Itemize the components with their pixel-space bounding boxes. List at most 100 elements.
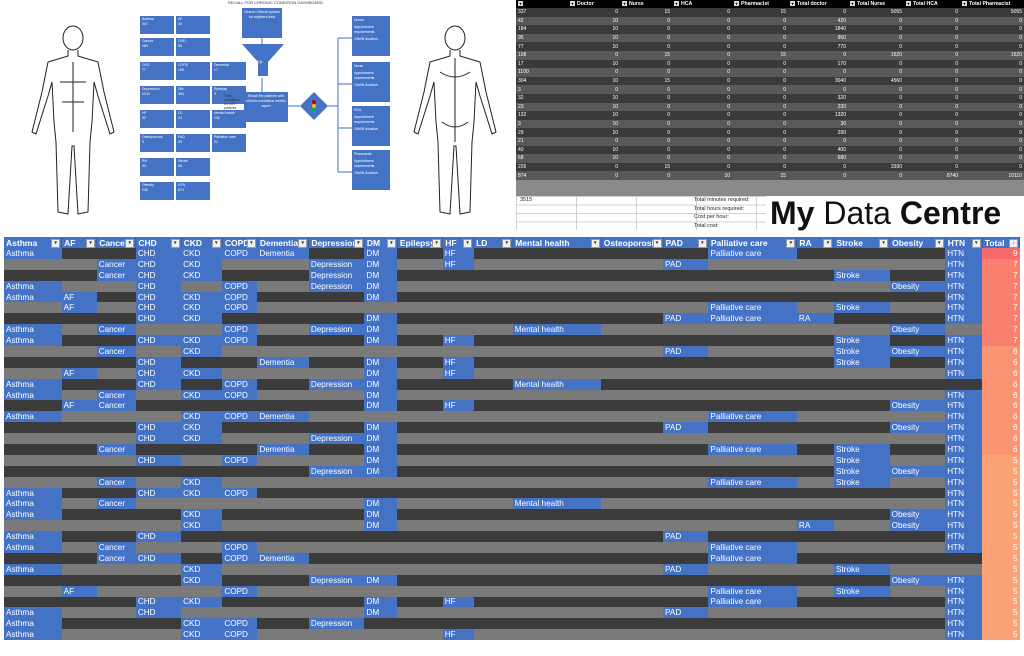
condition-cell [889,487,946,499]
dropdown-arrow-icon[interactable]: ▾ [906,1,911,6]
dropdown-arrow-icon[interactable]: ▾ [622,1,627,6]
filter-dropdown-icon[interactable]: ▾ [590,239,600,248]
condition-tile-name: Cancer [142,39,154,43]
condition-cell [601,389,664,401]
condition-cell [308,248,365,259]
condition-cell [473,596,513,608]
condition-cell [708,346,797,357]
filter-dropdown-icon[interactable]: ▾ [211,239,221,248]
condition-cell [96,596,136,608]
condition-cell: Obesity [889,509,946,521]
condition-cell [833,313,890,325]
dropdown-arrow-icon[interactable]: ▾ [790,1,795,6]
condition-cell [601,596,664,608]
filter-dropdown-icon[interactable]: ▾ [879,239,889,248]
condition-tile-count: 34 [178,22,182,26]
condition-cell: DM [364,291,398,303]
role-box-role: Doctor [354,18,365,22]
condition-cell [308,335,365,347]
condition-cell [96,465,136,477]
dropdown-arrow-icon[interactable]: ▾ [518,1,523,6]
diagram-title: RECALL FOR CHRONIC CONDITION DASHBOARD [228,0,323,5]
column-header: HTN▾ [945,237,983,248]
condition-cell [473,574,513,586]
summary-cell: 0 [568,8,620,17]
condition-tile-name: AF [178,17,183,21]
condition-cell [833,411,890,423]
summary-cell: 0 [620,136,672,146]
condition-tile-count: 85 [178,44,182,48]
dropdown-arrow-icon[interactable]: ▾ [674,1,679,6]
column-header-label: Depression [311,237,358,248]
filter-dropdown-icon[interactable]: ▾ [353,239,363,248]
filter-dropdown-icon[interactable]: ▾ [170,239,180,248]
filter-dropdown-icon[interactable]: ▾ [697,239,707,248]
condition-cell [473,400,513,412]
condition-cell [796,433,834,445]
condition-tile-name: COPD [178,63,189,67]
condition-cell [663,487,709,499]
condition-cell [222,422,258,434]
summary-cell: 304 [516,76,568,86]
filter-dropdown-icon[interactable]: ▾ [934,239,944,248]
summary-cell: 0 [732,59,788,69]
condition-cell [708,400,797,412]
filter-dropdown-icon[interactable]: ▾ [386,239,396,248]
condition-cell [833,498,890,510]
filter-dropdown-icon[interactable]: ▾ [502,239,512,248]
dropdown-arrow-icon[interactable]: ▾ [734,1,739,6]
filter-dropdown-icon[interactable]: ▾ [125,239,135,248]
summary-cell: 0 [960,25,1024,34]
condition-cell [663,302,709,314]
dropdown-arrow-icon[interactable]: ▾ [962,1,967,6]
dropdown-arrow-icon[interactable]: ▾ [850,1,855,6]
filter-dropdown-icon[interactable]: ▾ [823,239,833,248]
condition-cell: HTN [945,356,983,368]
condition-cell: HTN [945,509,983,521]
filter-dropdown-icon[interactable]: ▾ [463,239,473,248]
filter-dropdown-icon[interactable]: ▾ [652,239,662,248]
role-box-line1: Appointment requirements [354,25,375,34]
condition-cell [663,520,709,532]
condition-cell [512,596,602,608]
total-minutes-label: Total minutes required: [694,197,750,203]
condition-cell [473,487,513,499]
condition-cell [222,607,258,619]
condition-cell [257,378,309,390]
filter-dropdown-icon[interactable]: ▾ [432,239,442,248]
filter-dropdown-icon[interactable]: ▾ [298,239,308,248]
filter-dropdown-icon[interactable]: ▾ [786,239,796,248]
filter-dropdown-icon[interactable]: ▾ [246,239,256,248]
condition-cell [442,607,474,619]
condition-cell: Palliative care [708,302,797,314]
summary-cell: 0 [672,111,732,120]
condition-cell [257,258,309,270]
condition-cell [512,520,602,532]
condition-cell: DM [364,454,398,466]
condition-cell [222,520,258,532]
column-header-label: DM [366,237,381,248]
column-header-label: Stroke [836,237,863,248]
condition-cell [222,367,258,379]
total-cell: 6 [982,422,1020,434]
summary-cell: 1840 [788,25,848,34]
dropdown-arrow-icon[interactable]: ▾ [570,1,575,6]
condition-cell [308,607,365,619]
filter-dropdown-icon[interactable]: ▾ [51,239,61,248]
condition-cell: Palliative care [708,248,797,259]
sort-descending-icon[interactable]: ↓ [1009,239,1018,248]
summary-cell: 0 [568,85,620,94]
role-box-line1: Appointment requirements [354,115,375,124]
condition-cell: PAD [663,607,709,619]
filter-dropdown-icon[interactable]: ▾ [86,239,96,248]
condition-cell [397,291,443,303]
filter-dropdown-icon[interactable]: ▾ [971,239,981,248]
condition-cell [96,487,136,499]
condition-cell [308,596,365,608]
